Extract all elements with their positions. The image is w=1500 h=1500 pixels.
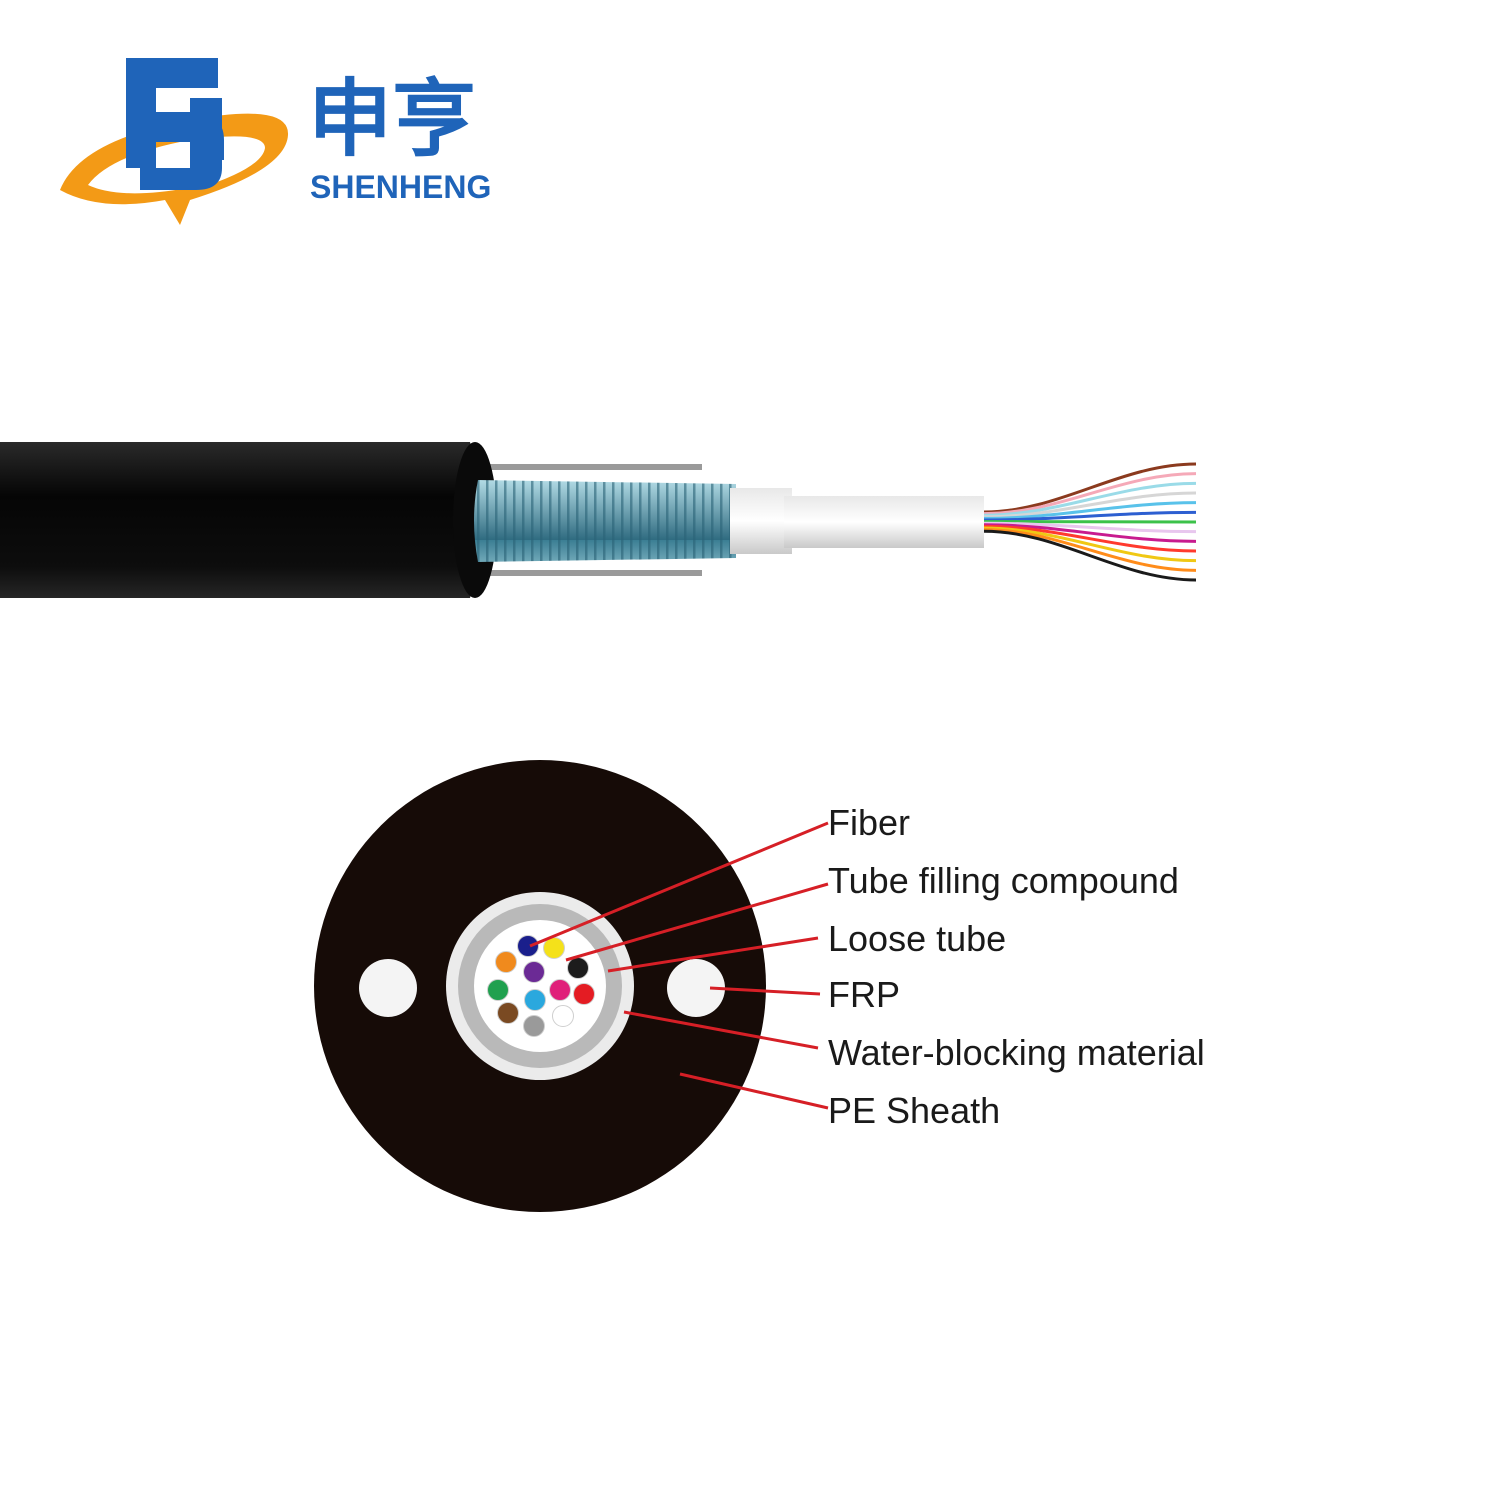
fiber-strand xyxy=(983,523,1197,543)
fiber-strand xyxy=(983,462,1197,514)
cable-side-view xyxy=(0,420,1500,640)
corrugated-armor xyxy=(474,480,736,562)
label-pe-sheath: PE Sheath xyxy=(828,1090,1001,1131)
fiber-set xyxy=(487,935,595,1037)
leader-frp xyxy=(709,986,821,996)
fiber-strand xyxy=(983,529,1197,582)
fiber-dot xyxy=(573,983,595,1005)
logo-mark-right xyxy=(140,98,222,190)
leader-tube-filling xyxy=(565,882,829,962)
fiber-strand xyxy=(983,491,1197,519)
fiber-dot xyxy=(487,979,509,1001)
frp-left xyxy=(359,959,417,1017)
steel-wire-top xyxy=(470,464,702,470)
leader-water-blocking xyxy=(623,1010,819,1050)
steel-wire-bottom xyxy=(470,570,702,576)
frp-right xyxy=(667,959,725,1017)
fiber-strands xyxy=(983,462,1197,582)
brand-name-cn: 申亨 xyxy=(308,70,476,168)
fiber-dot xyxy=(552,1005,574,1027)
fiber-strand xyxy=(983,510,1197,522)
loose-tube-inner xyxy=(784,496,984,548)
loose-tube-outer xyxy=(730,488,792,554)
brand-logo: 申亨 SHENHENG xyxy=(40,40,520,240)
fiber-dot xyxy=(567,957,589,979)
leader-fiber xyxy=(529,821,829,948)
cable-cross-section: Fiber Tube filling compound Loose tube F… xyxy=(0,740,1500,1260)
fiber-dot xyxy=(523,961,545,983)
fiber-strand xyxy=(983,521,1197,534)
label-fiber: Fiber xyxy=(828,802,911,843)
label-frp: FRP xyxy=(828,974,900,1015)
fiber-strand xyxy=(983,472,1197,516)
fiber-dot xyxy=(495,951,517,973)
label-tube-filling: Tube filling compound xyxy=(828,860,1179,901)
fiber-dot xyxy=(497,1002,519,1024)
leader-loose-tube xyxy=(607,936,819,973)
fiber-strand xyxy=(983,501,1197,520)
fiber-dot xyxy=(523,1015,545,1037)
label-water-blocking: Water-blocking material xyxy=(828,1032,1205,1073)
fiber-dot xyxy=(517,935,539,957)
fiber-strand xyxy=(983,524,1197,553)
leader-pe-sheath xyxy=(679,1072,829,1110)
outer-sheath xyxy=(0,442,480,598)
brand-name-en: SHENHENG xyxy=(310,169,491,205)
fiber-dot xyxy=(524,989,546,1011)
fiber-dot xyxy=(549,979,571,1001)
shenheng-logo-icon: 申亨 SHENHENG xyxy=(60,58,491,225)
fiber-strand xyxy=(983,528,1197,572)
fiber-strand xyxy=(983,526,1197,563)
label-loose-tube: Loose tube xyxy=(828,918,1007,959)
fiber-strand xyxy=(983,481,1197,517)
